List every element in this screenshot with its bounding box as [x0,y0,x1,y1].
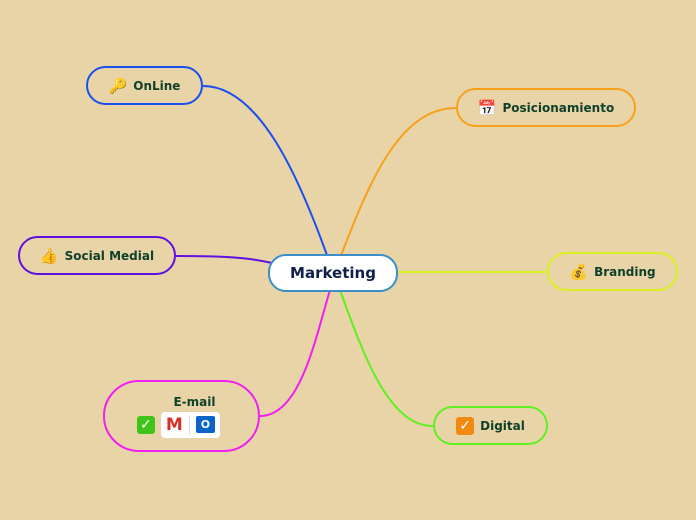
root-label: Marketing [290,264,376,282]
link-email [259,289,331,417]
node-label: OnLine [133,78,181,93]
thumbs-up-icon: 👍 [39,246,59,265]
outlook-icon: O [195,416,216,433]
link-online [202,85,329,259]
key-icon: 🔑 [108,76,128,95]
link-posicionamiento [339,107,457,259]
node-branding[interactable]: 💰 Branding [547,252,678,291]
root-node[interactable]: Marketing [268,254,398,292]
node-online[interactable]: 🔑 OnLine [86,66,203,105]
node-email[interactable]: E-mail ✓ M O [103,380,260,452]
check-icon: ✓ [136,415,155,434]
money-bag-icon: 💰 [569,262,589,281]
node-digital[interactable]: ✓ Digital [433,406,548,445]
node-label: Posicionamiento [502,100,615,115]
link-social [175,255,273,264]
email-apps: M O [160,411,221,438]
node-label: Digital [480,418,525,433]
calendar-icon: 📅 [477,98,497,117]
node-label: Branding [594,264,656,279]
node-social[interactable]: 👍 Social Medial [18,236,176,275]
gmail-icon: M [165,414,183,435]
node-label: Social Medial [64,248,155,263]
node-label: E-mail [173,394,216,409]
link-digital [339,289,434,427]
node-posicionamiento[interactable]: 📅 Posicionamiento [456,88,636,127]
check-icon: ✓ [456,416,475,435]
